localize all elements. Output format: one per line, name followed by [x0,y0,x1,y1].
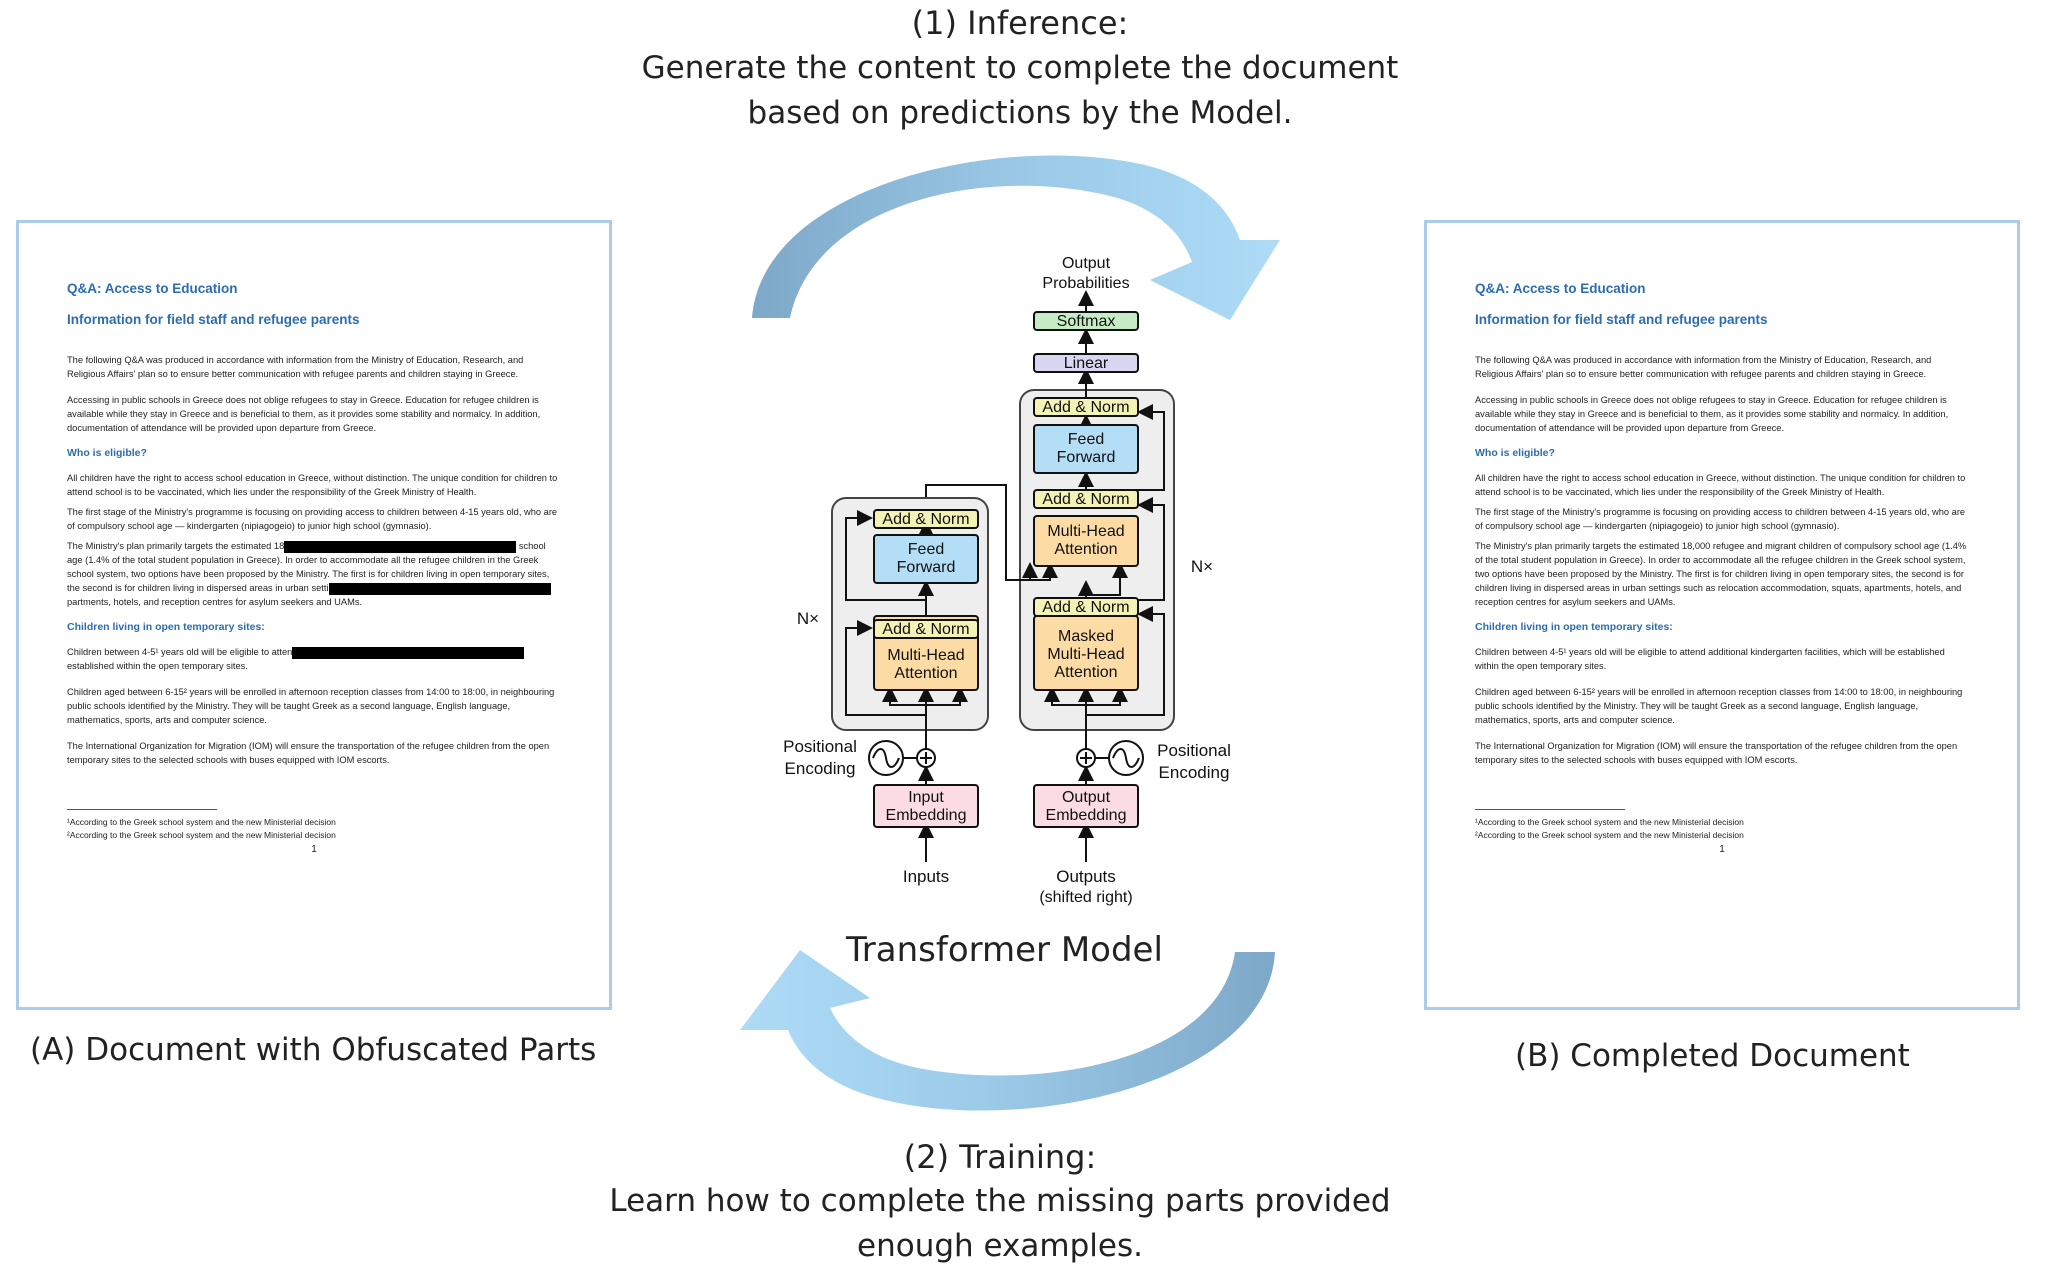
doc-subtitle: Information for field staff and refugee … [67,312,360,327]
page-number: 1 [1719,844,1725,855]
inference-line2: based on predictions by the Model. [747,95,1293,131]
doc-text: school age (1.4% of the total student po… [67,541,550,593]
doc-paragraph: Accessing in public schools in Greece do… [1475,395,1949,433]
doc-paragraph: Children aged between 6-15² years will b… [1475,687,1963,725]
document-completed: Q&A: Access to Education Information for… [1424,220,2020,1010]
doc-paragraph: The International Organization for Migra… [67,741,550,765]
doc-paragraph: The first stage of the Ministry's progra… [1475,507,1966,531]
doc-paragraph: All children have the right to access sc… [67,473,558,497]
doc-paragraph: The first stage of the Ministry's progra… [67,507,558,531]
doc-paragraph: Children between 4-5¹ years old will be … [1475,647,1945,671]
doc-title: Q&A: Access to Education [67,281,238,296]
inference-arrow [752,155,1280,320]
doc-paragraph: The following Q&A was produced in accord… [1475,355,1932,379]
training-line2: enough examples. [857,1228,1143,1264]
model-label: Transformer Model [846,930,1163,970]
doc-heading: Who is eligible? [67,447,147,459]
doc-heading: Children living in open temporary sites: [67,621,265,633]
doc-paragraph: All children have the right to access sc… [1475,473,1966,497]
doc-title: Q&A: Access to Education [1475,281,1646,296]
doc-a-caption: (A) Document with Obfuscated Parts [30,1032,597,1068]
training-arrow [740,950,1275,1111]
doc-paragraph: The Ministry's plan primarily targets th… [1475,541,1967,607]
footnote-rule [1475,809,1625,810]
footnote: ²According to the Greek school system an… [1475,830,1744,840]
redaction-bar [292,646,525,659]
redaction-bar [328,582,551,595]
redaction-bar [284,540,517,553]
inference-line1: Generate the content to complete the doc… [641,50,1399,86]
footnote: ²According to the Greek school system an… [67,830,336,840]
doc-paragraph: Accessing in public schools in Greece do… [67,395,541,433]
doc-paragraph: Children aged between 6-15² years will b… [67,687,555,725]
doc-subtitle: Information for field staff and refugee … [1475,312,1768,327]
doc-text: The Ministry's plan primarily targets th… [67,541,285,551]
document-obfuscated: Q&A: Access to Education Information for… [16,220,612,1010]
footnote: ¹According to the Greek school system an… [1475,817,1744,827]
doc-paragraph: The following Q&A was produced in accord… [67,355,524,379]
footnote: ¹According to the Greek school system an… [67,817,336,827]
training-line1: Learn how to complete the missing parts … [609,1183,1391,1219]
doc-heading: Who is eligible? [1475,447,1555,459]
doc-text: Children between 4-5¹ years old will be … [67,647,293,657]
page-number: 1 [311,844,317,855]
doc-b-caption: (B) Completed Document [1515,1038,1910,1074]
doc-paragraph-redacted: Children between 4-5¹ years old will be … [67,645,561,673]
footnote-rule [67,809,217,810]
doc-paragraph-redacted: The Ministry's plan primarily targets th… [67,539,561,609]
inference-title: (1) Inference: [911,4,1129,42]
training-title: (2) Training: [903,1138,1097,1176]
doc-paragraph: The International Organization for Migra… [1475,741,1958,765]
doc-heading: Children living in open temporary sites: [1475,621,1673,633]
doc-text: established within the open temporary si… [67,661,248,671]
doc-text: partments, hotels, and reception centres… [67,597,363,607]
